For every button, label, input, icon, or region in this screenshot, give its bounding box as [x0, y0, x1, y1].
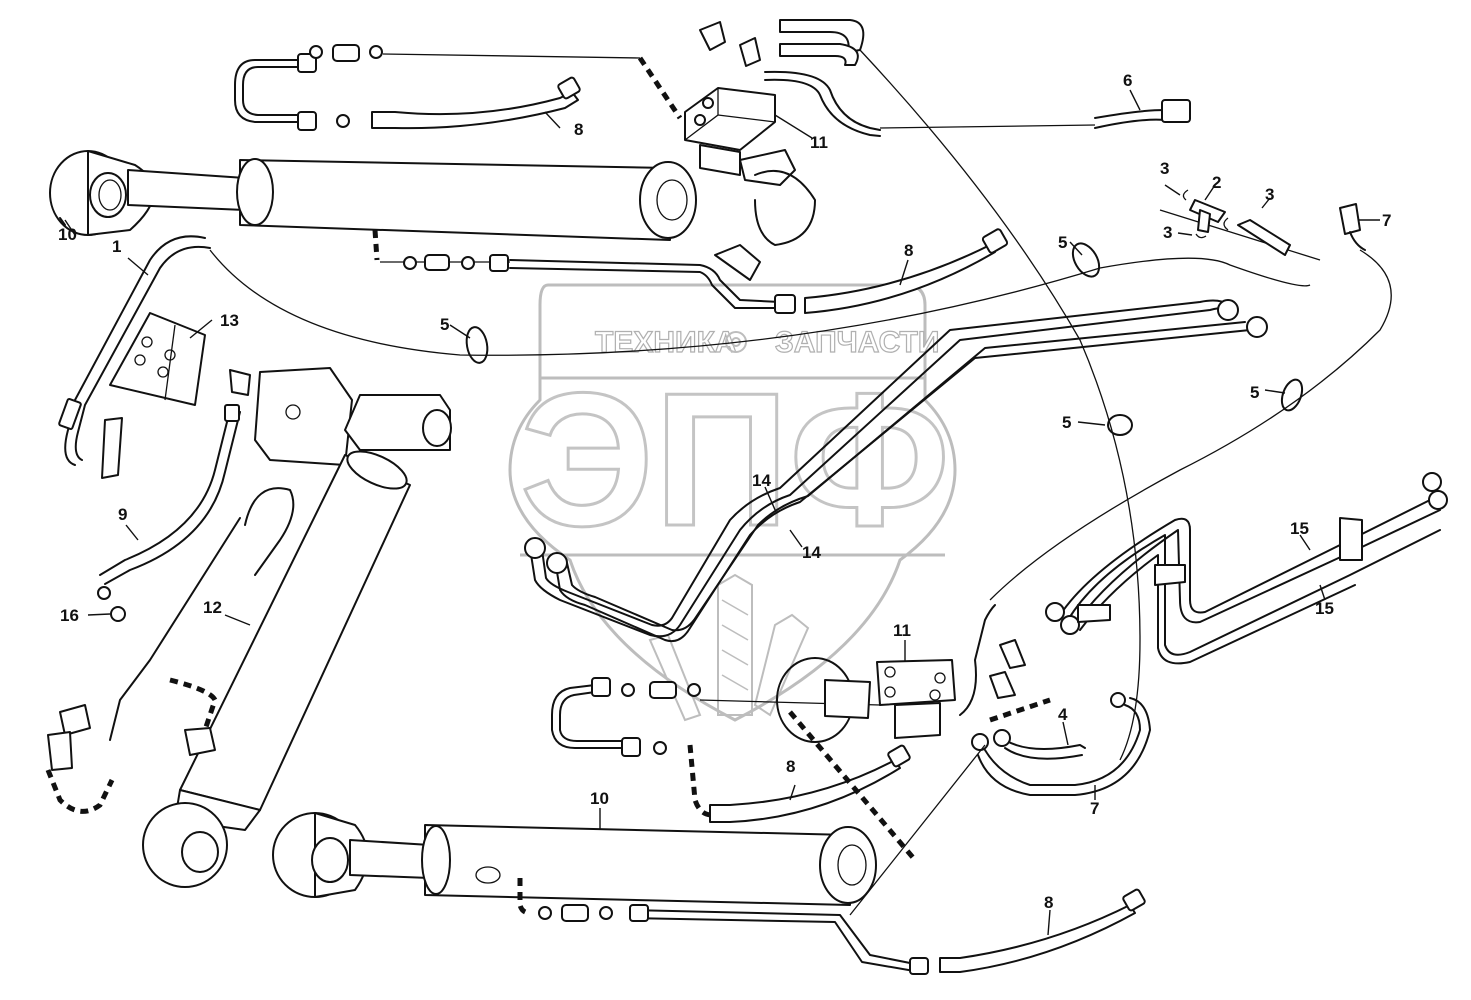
hose-line-2	[1159, 209, 1321, 261]
clamp-ring	[776, 657, 917, 862]
callout-12: 12	[203, 598, 222, 617]
callout-10-top: 10	[58, 225, 77, 244]
callout-5-c: 5	[1062, 413, 1071, 432]
tube-assembly-mid	[372, 229, 796, 314]
hose-8-bottom	[939, 888, 1146, 973]
hose-1	[58, 235, 211, 466]
callout-14-a: 14	[752, 471, 771, 490]
callout-11-top: 11	[810, 133, 828, 152]
callout-1: 1	[112, 237, 121, 256]
callout-8-mid: 8	[904, 241, 913, 260]
hose-8-top	[371, 76, 581, 130]
hose-8-bottom-mid	[709, 744, 911, 823]
cable-tie-5-c	[1107, 414, 1133, 436]
hose-6-right	[1339, 203, 1366, 251]
callout-4: 4	[1058, 705, 1068, 724]
callout-9: 9	[118, 505, 127, 524]
hose-8-mid	[804, 228, 1009, 314]
hose-6-top	[879, 99, 1191, 129]
steel-tube-14	[524, 299, 1268, 643]
callout-6-top: 6	[1123, 71, 1132, 90]
hose-line-7	[859, 49, 1141, 761]
callout-13: 13	[220, 311, 239, 330]
hose-line-1	[209, 249, 1311, 356]
callout-3-b: 3	[1265, 185, 1274, 204]
callout-10-bottom: 10	[590, 789, 609, 808]
fittings-bottom	[517, 744, 986, 975]
callout-11-bottom: 11	[893, 621, 911, 640]
callout-14-b: 14	[802, 543, 821, 562]
callout-5-d: 5	[1250, 383, 1259, 402]
cable-tie-5-a	[1071, 242, 1101, 278]
callout-15-b: 15	[1315, 599, 1334, 618]
watermark-shield	[508, 283, 957, 722]
callout-8-bottom-mid: 8	[786, 757, 795, 776]
callout-3-a: 3	[1160, 159, 1169, 178]
hose-9	[97, 404, 241, 622]
valve-block-11-bottom	[876, 604, 1051, 739]
watermark-text-left: ТЕХНИКА	[595, 326, 737, 359]
callout-5-a: 5	[1058, 233, 1067, 252]
callout-8-bottom: 8	[1044, 893, 1053, 912]
callout-3-c: 3	[1163, 223, 1172, 242]
cable-tie-5-d	[1280, 378, 1304, 412]
callout-16: 16	[60, 606, 79, 625]
callout-2: 2	[1212, 173, 1221, 192]
tee-fitting-2	[1182, 189, 1291, 256]
valve-block-11-top	[684, 19, 881, 246]
hose-line-6-right	[989, 249, 1392, 601]
callout-6-right: 7	[1382, 211, 1391, 230]
mount-plate	[229, 367, 353, 466]
watermark: ТЕХНИКА ЗАПЧАСТИ ЭПФ	[508, 283, 957, 722]
leader-lines	[64, 89, 1380, 936]
hose-4	[993, 729, 1086, 760]
watermark-letters: ЭПФ	[520, 354, 950, 566]
callout-5-b: 5	[440, 315, 449, 334]
hydraulic-cylinder-10-top	[49, 150, 697, 241]
callout-15-a: 15	[1290, 519, 1309, 538]
fitting-stack-left	[45, 704, 115, 814]
callout-8-top: 8	[574, 120, 583, 139]
steel-tube-15	[1045, 472, 1448, 665]
callout-7: 7	[1090, 799, 1099, 818]
watermark-text-right: ЗАПЧАСТИ	[775, 326, 939, 359]
cable-tie-5-b	[465, 326, 489, 364]
hose-7	[971, 692, 1151, 796]
tube-assembly-top	[234, 44, 683, 131]
callouts: 10 1 8 11 6 7 3 2 3 3 13 8 5 5 5 5 14 14…	[58, 71, 1391, 912]
hydraulic-cylinder-10-bottom	[272, 812, 877, 906]
valve-block-13	[101, 312, 206, 479]
hydraulic-cylinder-12	[109, 394, 452, 888]
